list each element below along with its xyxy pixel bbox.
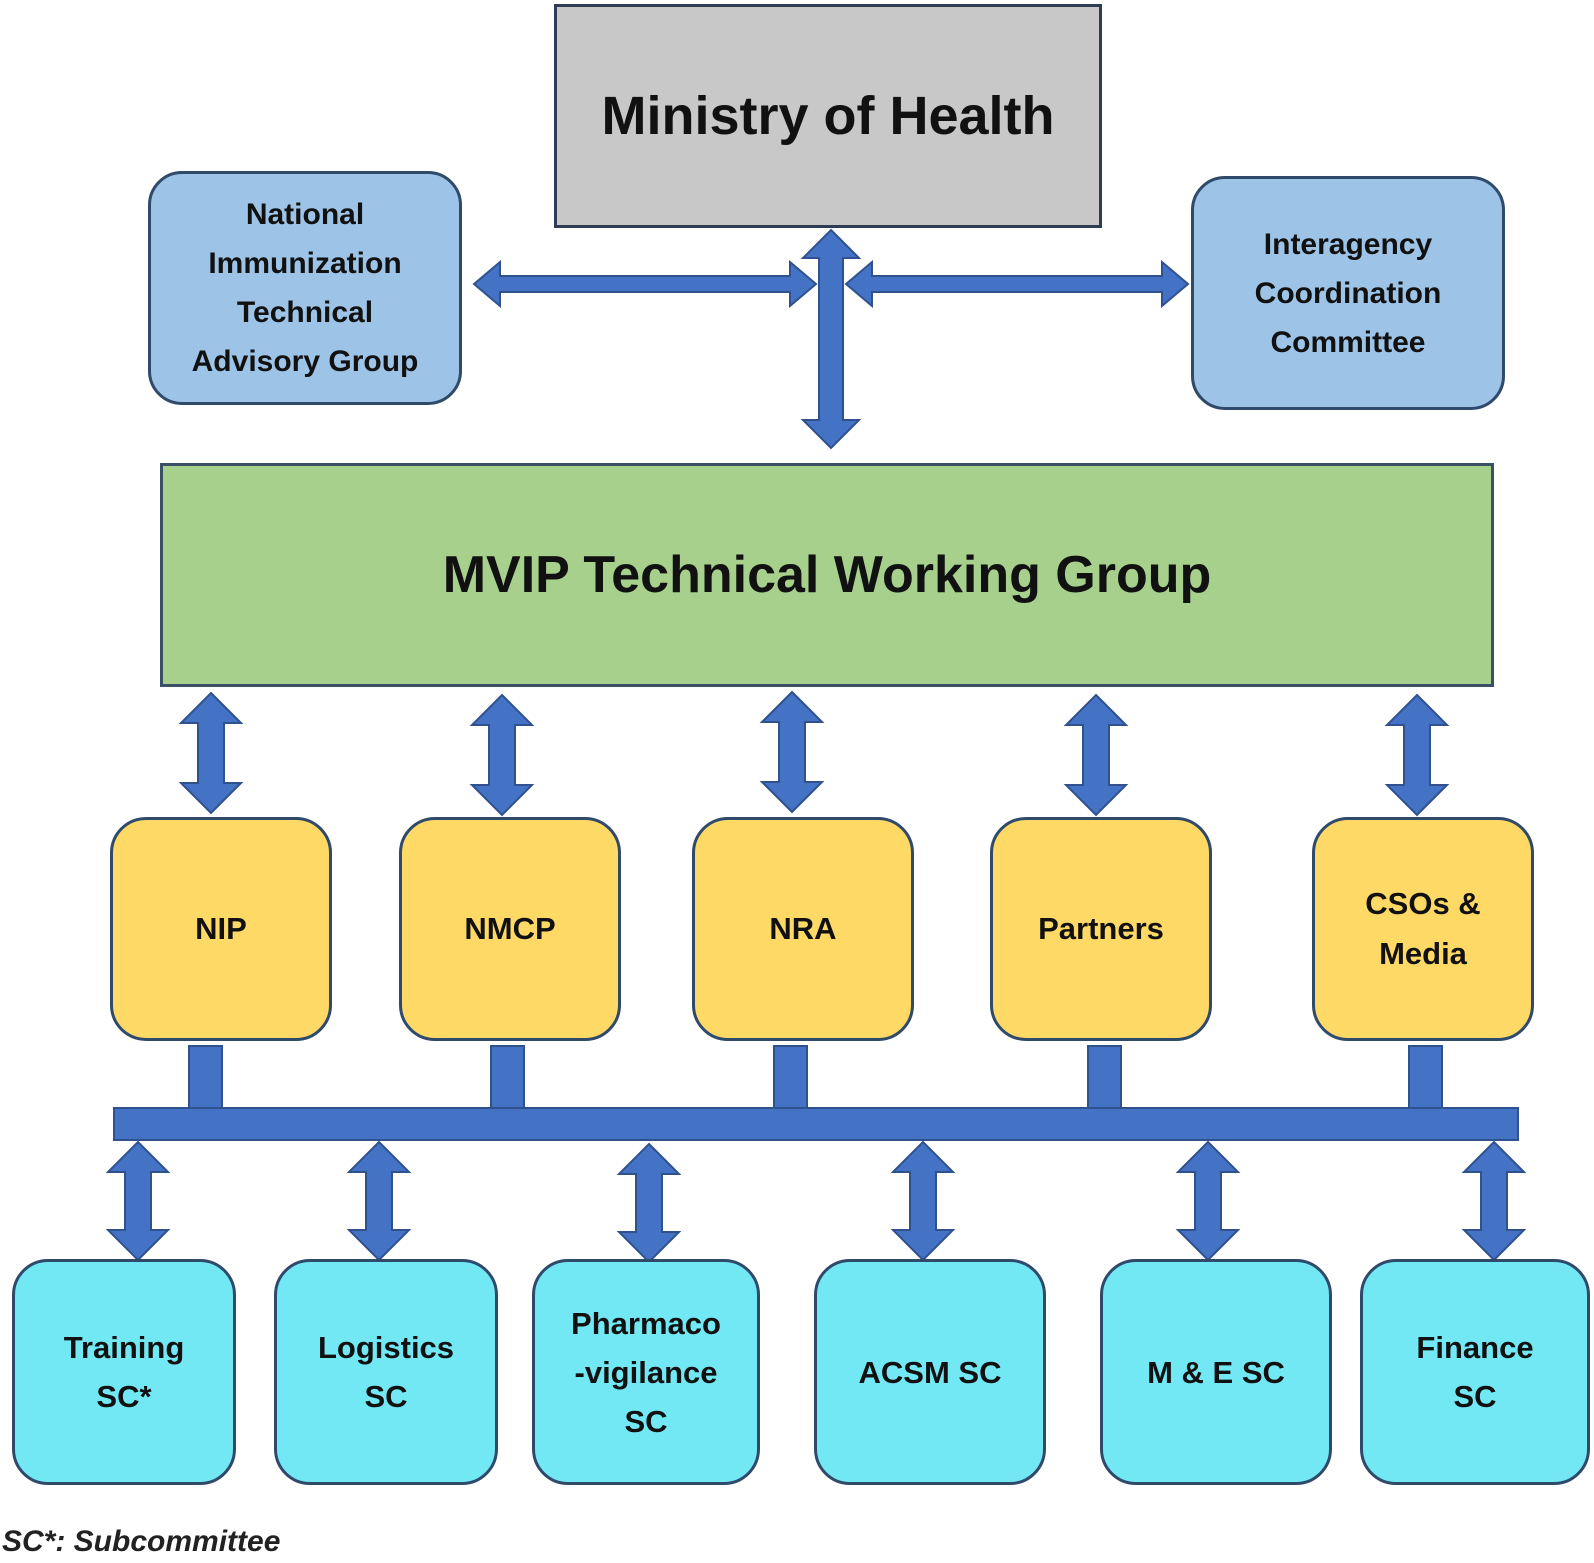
moh-twg-arrow xyxy=(800,228,862,450)
subcommittee-box-acsm: ACSM SC xyxy=(814,1259,1046,1485)
icc-box: Interagency Coordination Committee xyxy=(1191,176,1505,410)
nitag-label-line: Technical xyxy=(236,296,374,329)
subcommittee-label: M & E SC xyxy=(1147,1354,1285,1390)
arrow-nmcp xyxy=(469,693,535,817)
subcommittee-label: SC xyxy=(1453,1379,1497,1414)
subcommittee-box-pharmacovigilance: Pharmaco -vigilance SC xyxy=(532,1259,760,1485)
arrow-csos xyxy=(1384,693,1450,817)
member-label: NIP xyxy=(195,911,247,946)
member-label: CSOs & xyxy=(1365,886,1481,921)
subcommittee-label: Logistics xyxy=(317,1330,455,1365)
arrow-nra xyxy=(759,690,825,814)
member-box-nmcp: NMCP xyxy=(399,817,621,1041)
nitag-box: National Immunization Technical Advisory… xyxy=(148,171,462,405)
member-bus-stubs xyxy=(188,1045,1443,1111)
subcommittee-box-finance: Finance SC xyxy=(1360,1259,1590,1485)
member-box-nra: NRA xyxy=(692,817,914,1041)
mvip-twg-box: MVIP Technical Working Group xyxy=(160,463,1494,687)
subcommittee-label: SC* xyxy=(96,1379,152,1414)
subcommittee-label: SC xyxy=(364,1379,408,1414)
horizontal-bus xyxy=(113,1107,1519,1141)
ministry-of-health-box: Ministry of Health xyxy=(554,4,1102,228)
member-box-csos-media: CSOs & Media xyxy=(1312,817,1534,1041)
arrow-training xyxy=(105,1140,171,1262)
bus-subcommittee-arrows xyxy=(105,1140,1527,1264)
member-label: NMCP xyxy=(464,911,556,946)
arrow-mande xyxy=(1175,1140,1241,1262)
ministry-of-health-label: Ministry of Health xyxy=(601,86,1055,146)
nitag-label-line: National xyxy=(245,198,365,231)
member-box-nip: NIP xyxy=(110,817,332,1041)
arrow-logistics xyxy=(346,1140,412,1262)
icc-label-line: Interagency xyxy=(1263,227,1433,261)
arrow-partners xyxy=(1063,693,1129,817)
footnote: SC*: Subcommittee xyxy=(2,1525,281,1558)
subcommittee-box-logistics: Logistics SC xyxy=(274,1259,498,1485)
subcommittee-label: Finance xyxy=(1416,1330,1534,1365)
subcommittee-label: -vigilance xyxy=(574,1354,718,1390)
arrow-nip xyxy=(178,691,244,815)
subcommittee-box-m-and-e: M & E SC xyxy=(1100,1259,1332,1485)
nitag-link-arrow xyxy=(472,259,818,309)
icc-label-line: Committee xyxy=(1270,325,1426,359)
arrow-pharma xyxy=(616,1142,682,1264)
subcommittee-label: Pharmaco xyxy=(571,1305,721,1341)
subcommittee-label: ACSM SC xyxy=(858,1354,1002,1390)
member-label: NRA xyxy=(769,911,837,946)
subcommittee-label: SC xyxy=(624,1403,668,1439)
icc-link-arrow xyxy=(844,259,1190,309)
nitag-label-line: Immunization xyxy=(208,247,402,280)
member-label: Partners xyxy=(1038,911,1164,946)
member-label: Media xyxy=(1379,936,1467,971)
mvip-twg-label: MVIP Technical Working Group xyxy=(442,546,1212,604)
icc-label-line: Coordination xyxy=(1254,276,1442,310)
subcommittee-label: Training xyxy=(63,1330,185,1365)
member-box-partners: Partners xyxy=(990,817,1212,1041)
twg-member-arrows xyxy=(178,690,1450,817)
arrow-acsm xyxy=(890,1140,956,1262)
subcommittee-box-training: Training SC* xyxy=(12,1259,236,1485)
arrow-finance xyxy=(1461,1140,1527,1262)
nitag-label-line: Advisory Group xyxy=(191,345,419,378)
